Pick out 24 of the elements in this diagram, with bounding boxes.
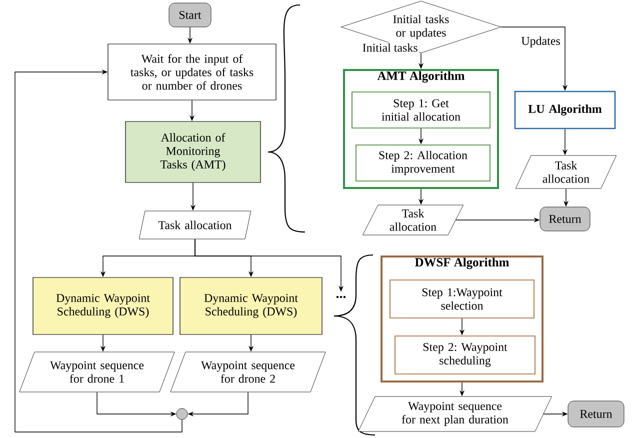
arrow [14,69,182,432]
step-box: Step 1: Get initial allocation [351,91,491,129]
step-box: Step 2: Allocation improvement [355,144,491,182]
edge-label: Updates [520,36,562,48]
process-box: Wait for the input of tasks, or updates of tasks or number of drones [108,44,276,100]
process-box: Dynamic Waypoint Scheduling (DWS) [180,277,322,335]
data-parallelogram: Task allocation [362,204,464,236]
process-box: Allocation of Monitoring Tasks (AMT) [125,121,261,183]
start-terminal: Start [168,2,212,28]
step-box: Step 2: Waypoint scheduling [394,335,536,375]
return-terminal: Return [568,400,624,428]
node-label: Waypoint sequence for next plan duration [402,402,508,426]
step-box: Step 1:Waypoint selection [389,279,535,319]
data-parallelogram: Waypoint sequence for next plan duration [358,396,552,432]
edge-label: Initial tasks [361,42,419,53]
merge-circle [176,408,188,420]
ellipsis: ... [336,296,346,298]
algorithm-box: LU Algorithm [514,90,616,130]
data-parallelogram: Task allocation [138,210,252,240]
data-parallelogram: Task allocation [516,155,616,189]
data-parallelogram: Waypoint sequence for drone 1 [19,352,175,392]
data-parallelogram: Waypoint sequence for drone 2 [170,352,326,392]
process-box: Dynamic Waypoint Scheduling (DWS) [32,277,174,335]
return-terminal: Return [540,206,590,232]
